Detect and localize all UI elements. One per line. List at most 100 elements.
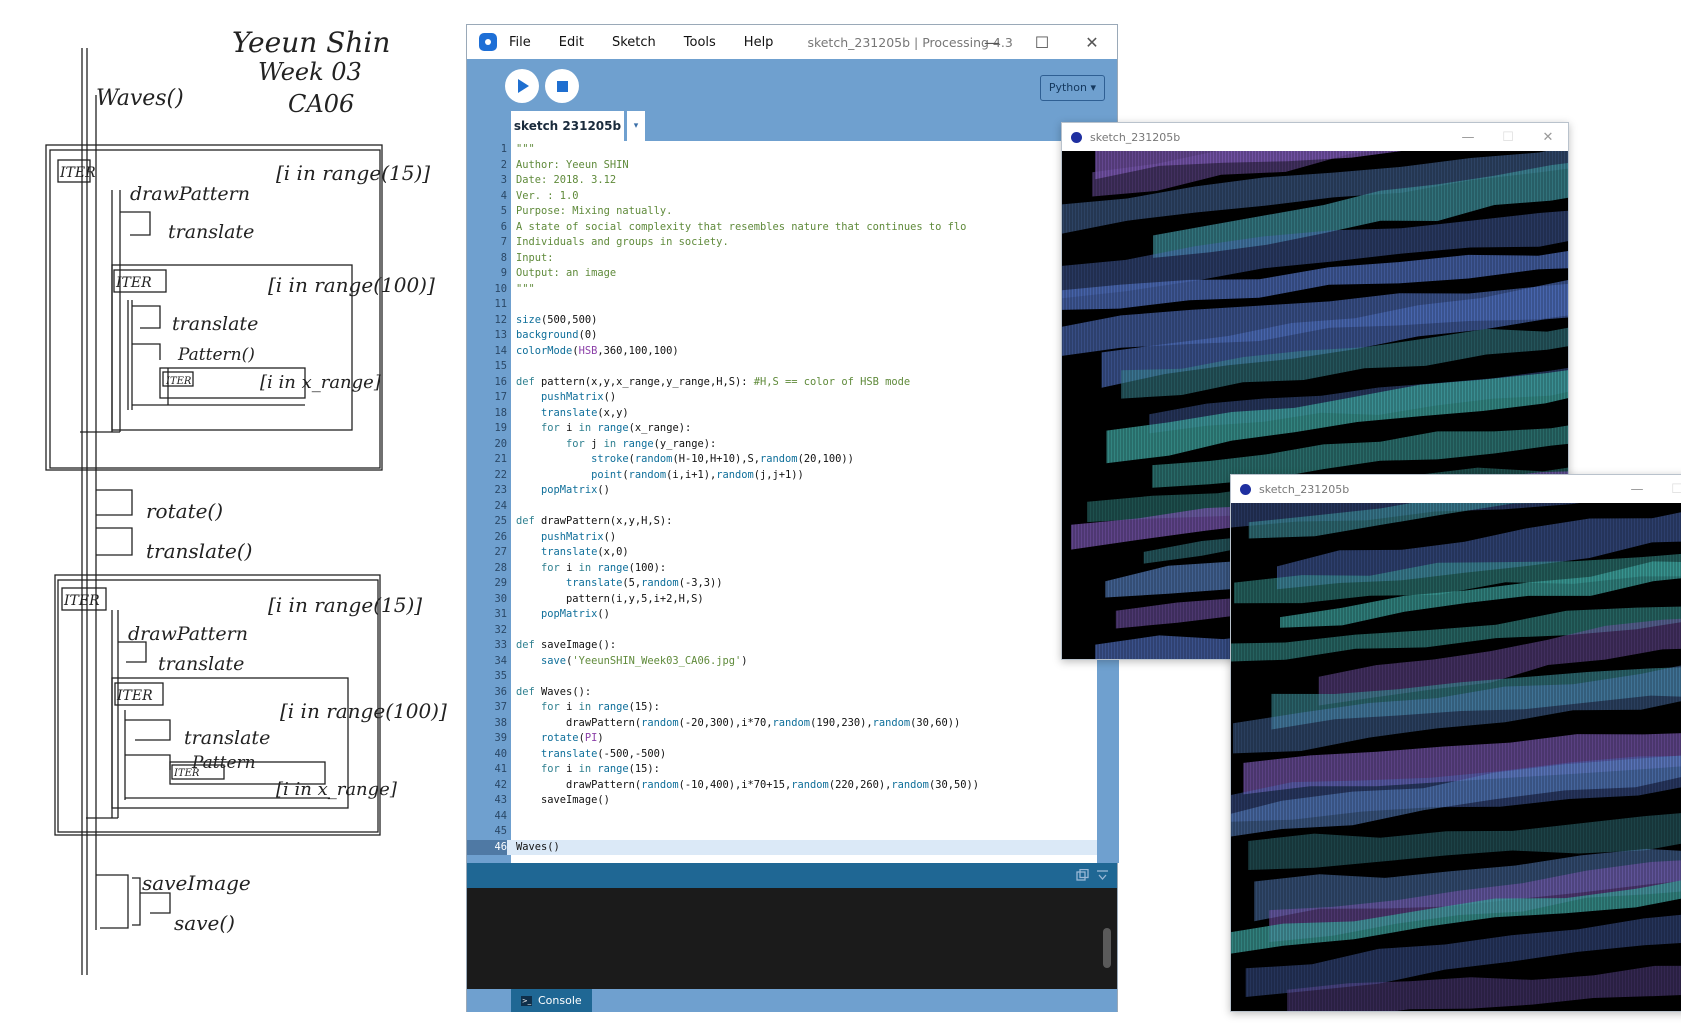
menu-file[interactable]: File [509, 34, 531, 50]
line-number: 23 [494, 484, 507, 496]
output-window-titlebar: sketch_231205b — ☐ ✕ [1062, 123, 1568, 151]
code-line: 18 translate(x,y) [467, 406, 1097, 422]
menu-tools[interactable]: Tools [683, 34, 716, 50]
code-line: 10""" [467, 282, 1097, 298]
line-number: 6 [500, 220, 507, 233]
minimize-icon[interactable]: — [1630, 481, 1644, 497]
copy-icon[interactable] [1076, 869, 1089, 882]
code-line: 44 [467, 809, 1097, 825]
code-line: 22 point(random(i,i+1),random(j,j+1)) [467, 468, 1097, 484]
line-number: 26 [494, 530, 507, 543]
console-tab[interactable]: >_ Console [511, 989, 592, 1012]
code-line: 27 translate(x,0) [467, 545, 1097, 561]
save-label: save() [174, 911, 235, 935]
ide-toolbar: Python ▾ [467, 59, 1117, 111]
minimize-icon[interactable]: — [1461, 129, 1475, 145]
line-number: 3 [500, 174, 507, 186]
line-number: 33 [494, 639, 507, 651]
range-label: [i in range(100)] [280, 699, 447, 723]
line-number: 2 [500, 158, 507, 171]
line-number: 21 [494, 453, 507, 465]
range-label: [i in x_range] [260, 372, 382, 393]
processing-ide-window: File Edit Sketch Tools Help sketch_23120… [466, 24, 1119, 1012]
line-number: 35 [494, 670, 507, 682]
menu-help[interactable]: Help [743, 34, 774, 50]
tab-sketch[interactable]: sketch 231205b [511, 111, 624, 141]
stop-button[interactable] [545, 69, 579, 103]
line-number: 41 [494, 763, 507, 775]
code-line: 23 popMatrix() [467, 483, 1097, 499]
translate-label: translate [168, 221, 254, 243]
iter-label: ITER [59, 165, 96, 181]
ca-label: CA06 [288, 90, 354, 118]
close-icon[interactable]: ✕ [1085, 32, 1099, 52]
line-number: 9 [500, 267, 507, 279]
minimize-icon[interactable]: — [984, 32, 1000, 52]
range-label: [i in x_range] [276, 779, 398, 800]
line-number: 40 [494, 747, 507, 760]
line-number: 31 [494, 608, 507, 620]
console-tabrow: >_ Console [467, 989, 1117, 1012]
code-line: 20 for j in range(y_range): [467, 437, 1097, 453]
close-icon[interactable]: ✕ [1542, 129, 1554, 145]
menu-edit[interactable]: Edit [558, 34, 584, 50]
code-line: 31 popMatrix() [467, 607, 1097, 623]
code-text: for i in range(15): [541, 701, 660, 713]
code-line: 39 rotate(PI) [467, 731, 1097, 747]
sketch-output-window[interactable]: sketch_231205b — ☐ ✕ [1230, 474, 1681, 1012]
code-line: 19 for i in range(x_range): [467, 421, 1097, 437]
mode-selector[interactable]: Python ▾ [1039, 75, 1105, 101]
line-number: 27 [494, 546, 507, 558]
sketch-canvas [1231, 503, 1681, 1011]
sketch-tabbar: sketch 231205b ▾ [467, 111, 1117, 141]
draw-pattern-label: drawPattern [130, 183, 250, 205]
code-text: pattern(i,y,5,i+2,H,S) [516, 592, 704, 605]
tab-menu-arrow[interactable]: ▾ [627, 111, 645, 141]
code-line: 26 pushMatrix() [467, 530, 1097, 546]
code-text: popMatrix() [541, 608, 610, 620]
line-number: 28 [494, 561, 507, 574]
line-number: 34 [494, 654, 507, 667]
waves-label: Waves() [96, 86, 184, 111]
code-text: pushMatrix() [541, 391, 617, 403]
menu-sketch[interactable]: Sketch [611, 34, 656, 50]
code-line: 41 for i in range(15): [467, 762, 1097, 778]
clear-console-icon[interactable] [1096, 869, 1109, 882]
processing-logo-icon [1071, 131, 1082, 143]
code-text: size(500,500) [516, 313, 598, 326]
code-text: Waves() [516, 840, 560, 853]
line-number: 43 [494, 794, 507, 806]
iter-label: ITER [63, 593, 100, 609]
iter-label: ITER [116, 688, 153, 704]
run-button[interactable] [505, 69, 539, 103]
output-window-title: sketch_231205b [1090, 130, 1181, 144]
range-label: [i in range(100)] [268, 273, 435, 297]
maximize-icon[interactable]: ☐ [1034, 32, 1050, 52]
code-line: 1""" [467, 142, 1097, 158]
line-number: 36 [494, 685, 507, 698]
range-label: [i in range(15)] [276, 161, 430, 185]
console-output[interactable] [467, 888, 1117, 989]
code-text: def drawPattern(x,y,H,S): [516, 515, 673, 527]
translate-label: translate [184, 727, 270, 749]
line-number: 14 [494, 344, 507, 357]
maximize-icon: ☐ [1502, 129, 1514, 145]
code-text: Date: 2018. 3.12 [516, 174, 617, 186]
play-icon [518, 79, 529, 93]
console-scrollbar[interactable] [1103, 928, 1111, 968]
line-number: 8 [500, 251, 507, 264]
maximize-icon: ☐ [1671, 481, 1681, 497]
code-text: for j in range(y_range): [566, 437, 717, 450]
line-number: 30 [494, 592, 507, 605]
pattern-label: Pattern() [177, 345, 255, 365]
